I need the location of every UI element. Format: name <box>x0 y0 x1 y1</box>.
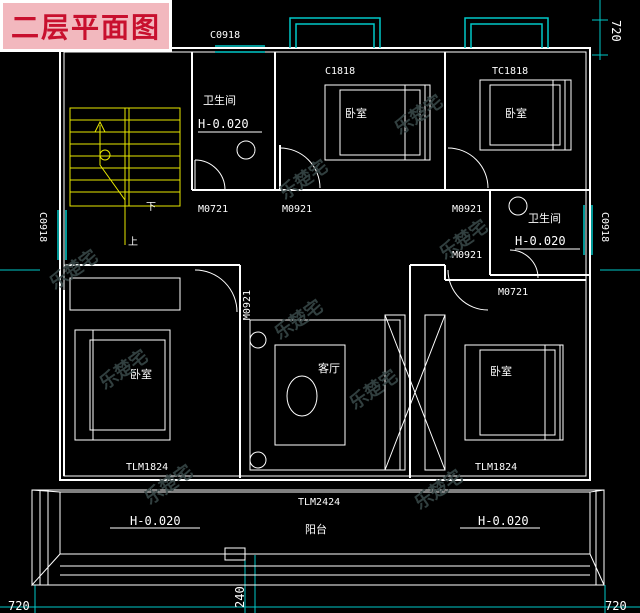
dimension-bottom-center: 240 <box>233 586 247 608</box>
stair-up-label: 上 <box>128 236 138 248</box>
elevation-markers <box>110 131 580 529</box>
door-m0921-vertical: M0921 <box>242 290 253 320</box>
door-m0921-right-bottom: M0921 <box>452 250 482 261</box>
interior-walls <box>63 52 590 478</box>
balcony-label: 阳台 <box>305 522 327 536</box>
dimension-top-right: 720 <box>609 20 623 42</box>
door-tlm2424: TLM2424 <box>298 497 340 508</box>
bedroom-bottom-right-label: 卧室 <box>490 364 512 378</box>
elevation-bathroom-right: H-0.020 <box>515 234 566 248</box>
door-m0721-right: M0721 <box>498 287 528 298</box>
bedroom-bottom-left-label: 卧室 <box>130 367 152 381</box>
bathroom-right-label: 卫生间 <box>528 211 561 225</box>
dimension-bottom-right: 720 <box>605 599 627 613</box>
title-badge: 二层平面图 <box>0 0 172 52</box>
elevation-balcony-right: H-0.020 <box>478 514 529 528</box>
window-c0918-top: C0918 <box>210 30 240 41</box>
bedroom-top-left-label: 卧室 <box>345 106 367 120</box>
furniture <box>69 79 572 471</box>
watermark: 乐楚宅 <box>275 155 332 204</box>
balcony-railing <box>31 489 605 587</box>
window-c0918-left: C0918 <box>37 212 48 242</box>
elevation-bathroom-left: H-0.020 <box>198 117 249 131</box>
window-tc1818: TC1818 <box>492 66 528 77</box>
elevation-balcony-left: H-0.020 <box>130 514 181 528</box>
bedroom-top-right-label: 卧室 <box>505 106 527 120</box>
dimension-bottom-left: 720 <box>8 599 30 613</box>
door-m0921-left: M0921 <box>282 204 312 215</box>
watermark: 乐楚宅 <box>345 365 402 414</box>
door-swings <box>194 147 539 313</box>
door-m0721-left: M0721 <box>198 204 228 215</box>
living-room-label: 客厅 <box>318 361 340 375</box>
staircase <box>69 107 181 245</box>
bathroom-left-label: 卫生间 <box>203 93 236 107</box>
bay-windows <box>289 17 549 48</box>
watermark: 乐楚宅 <box>390 90 447 139</box>
window-c1818: C1818 <box>325 66 355 77</box>
stair-down-label: 下 <box>146 202 156 213</box>
door-tlm1824-right: TLM1824 <box>475 462 517 473</box>
watermark: 乐楚宅 <box>45 245 102 294</box>
door-tlm1824-left: TLM1824 <box>126 462 168 473</box>
side-windows <box>57 45 593 260</box>
window-c0918-right: C0918 <box>599 212 610 242</box>
door-m0921-right-top: M0921 <box>452 204 482 215</box>
